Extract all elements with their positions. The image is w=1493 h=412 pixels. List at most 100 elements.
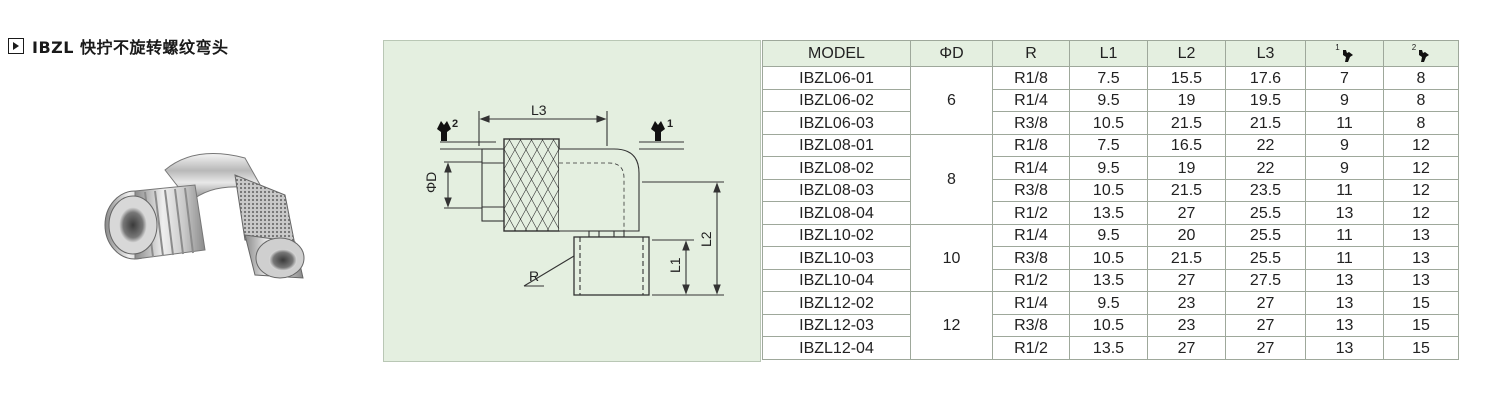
hex1-sup: 1 [1335,43,1340,52]
cell-model: IBZL08-04 [762,201,911,225]
table-header-row: MODEL ΦD R L1 L2 L3 1 2 [762,39,1459,68]
cell-model: IBZL08-01 [762,133,911,158]
cell-hex1: 11 [1305,223,1384,248]
cell-hex2: 13 [1383,246,1459,270]
cell-hex2: 8 [1383,88,1459,113]
label-r: R [529,268,539,284]
cell-hex1: 13 [1305,201,1384,225]
cell-l1: 10.5 [1069,111,1148,135]
wrench-icon [1419,50,1430,63]
cell-phid: 6 [910,66,993,135]
cell-l1: 7.5 [1069,133,1148,158]
cell-r: R1/8 [992,66,1070,90]
cell-hex1: 9 [1305,133,1384,158]
cell-l2: 20 [1147,223,1226,248]
cell-l2: 27 [1147,268,1226,293]
cell-hex1: 13 [1305,313,1384,338]
cell-l3: 27 [1225,313,1306,338]
cell-hex1: 11 [1305,246,1384,270]
cell-l2: 21.5 [1147,111,1226,135]
cell-phid: 12 [910,291,993,360]
cell-model: IBZL06-01 [762,66,911,90]
cell-l1: 13.5 [1069,201,1148,225]
cell-hex2: 15 [1383,313,1459,338]
col-hex2: 2 [1383,39,1459,68]
cell-l2: 15.5 [1147,66,1226,90]
cell-hex2: 12 [1383,201,1459,225]
col-hex1: 1 [1305,39,1384,68]
cell-l2: 16.5 [1147,133,1226,158]
cell-l1: 7.5 [1069,66,1148,90]
cell-hex2: 15 [1383,336,1459,360]
cell-model: IBZL12-02 [762,291,911,315]
cell-l1: 10.5 [1069,178,1148,203]
cell-hex2: 15 [1383,291,1459,315]
col-phid: ΦD [910,39,993,68]
cell-l3: 19.5 [1225,88,1306,113]
cell-hex2: 8 [1383,66,1459,90]
cell-model: IBZL06-03 [762,111,911,135]
cell-l3: 21.5 [1225,111,1306,135]
cell-l3: 23.5 [1225,178,1306,203]
cell-l3: 25.5 [1225,246,1306,270]
cell-r: R3/8 [992,178,1070,203]
cell-hex1: 13 [1305,268,1384,293]
cell-hex1: 9 [1305,156,1384,180]
cell-model: IBZL08-03 [762,178,911,203]
cell-hex1: 11 [1305,178,1384,203]
cell-phid: 10 [910,223,993,293]
label-l3: L3 [531,102,547,118]
cell-r: R3/8 [992,313,1070,338]
cell-l1: 9.5 [1069,223,1148,248]
product-photo [104,153,305,279]
label-l1: L1 [667,257,683,273]
cell-hex2: 12 [1383,133,1459,158]
cell-l3: 27 [1225,291,1306,315]
play-icon [8,38,24,54]
cell-hex2: 12 [1383,156,1459,180]
section-title: IBZL 快拧不旋转螺纹弯头 [8,34,229,58]
cell-model: IBZL10-02 [762,223,911,248]
cell-l3: 22 [1225,156,1306,180]
cell-l3: 27.5 [1225,268,1306,293]
label-l2: L2 [698,231,714,247]
cell-r: R1/4 [992,88,1070,113]
cell-l2: 19 [1147,156,1226,180]
cell-model: IBZL10-03 [762,246,911,270]
cell-hex2: 12 [1383,178,1459,203]
col-model: MODEL [762,39,911,68]
cell-l3: 27 [1225,336,1306,360]
col-l3: L3 [1225,39,1306,68]
cell-l3: 17.6 [1225,66,1306,90]
cell-l2: 23 [1147,291,1226,315]
cell-l1: 10.5 [1069,246,1148,270]
cell-r: R1/8 [992,133,1070,158]
cell-r: R1/4 [992,291,1070,315]
cell-l2: 27 [1147,201,1226,225]
wrench-icon [1342,50,1353,63]
cell-phid: 8 [910,133,993,225]
cell-hex2: 13 [1383,223,1459,248]
cell-model: IBZL12-04 [762,336,911,360]
cell-l1: 9.5 [1069,88,1148,113]
cell-l1: 9.5 [1069,156,1148,180]
cell-hex2: 8 [1383,111,1459,135]
cell-l2: 21.5 [1147,246,1226,270]
cell-hex2: 13 [1383,268,1459,293]
cell-r: R1/4 [992,223,1070,248]
col-l2: L2 [1147,39,1226,68]
cell-model: IBZL08-02 [762,156,911,180]
cell-l1: 13.5 [1069,336,1148,360]
